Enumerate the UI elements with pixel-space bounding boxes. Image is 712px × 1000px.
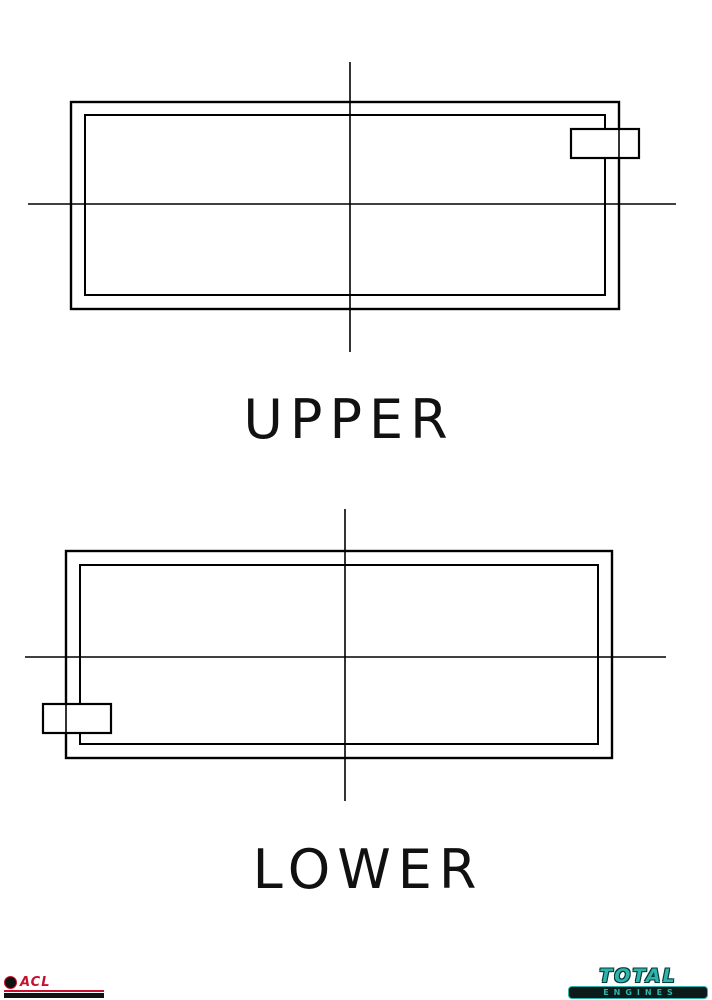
lower-shell-inner-outline — [79, 564, 599, 745]
total-engines-logo-line2: ENGINES — [568, 986, 708, 999]
upper-bearing-drawing — [28, 62, 676, 352]
upper-shell-inner-outline — [84, 114, 606, 296]
upper-label: UPPER — [243, 388, 455, 451]
acl-logo: ACL — [4, 976, 104, 998]
acl-logo-top: ACL — [4, 976, 104, 989]
acl-emblem-icon — [4, 976, 17, 989]
upper-shell-outer-outline — [69, 100, 621, 311]
upper-locating-tab — [569, 127, 641, 160]
total-engines-logo-line1: TOTAL — [599, 965, 677, 987]
acl-logo-text: ACL — [20, 975, 51, 990]
acl-logo-black-bar — [4, 993, 104, 998]
acl-logo-red-bar — [4, 990, 104, 992]
total-engines-logo: TOTAL ENGINES — [568, 967, 708, 999]
lower-label: LOWER — [252, 838, 484, 901]
lower-bearing-drawing — [25, 509, 666, 801]
lower-locating-tab — [41, 702, 113, 735]
lower-shell-outer-outline — [64, 549, 614, 760]
